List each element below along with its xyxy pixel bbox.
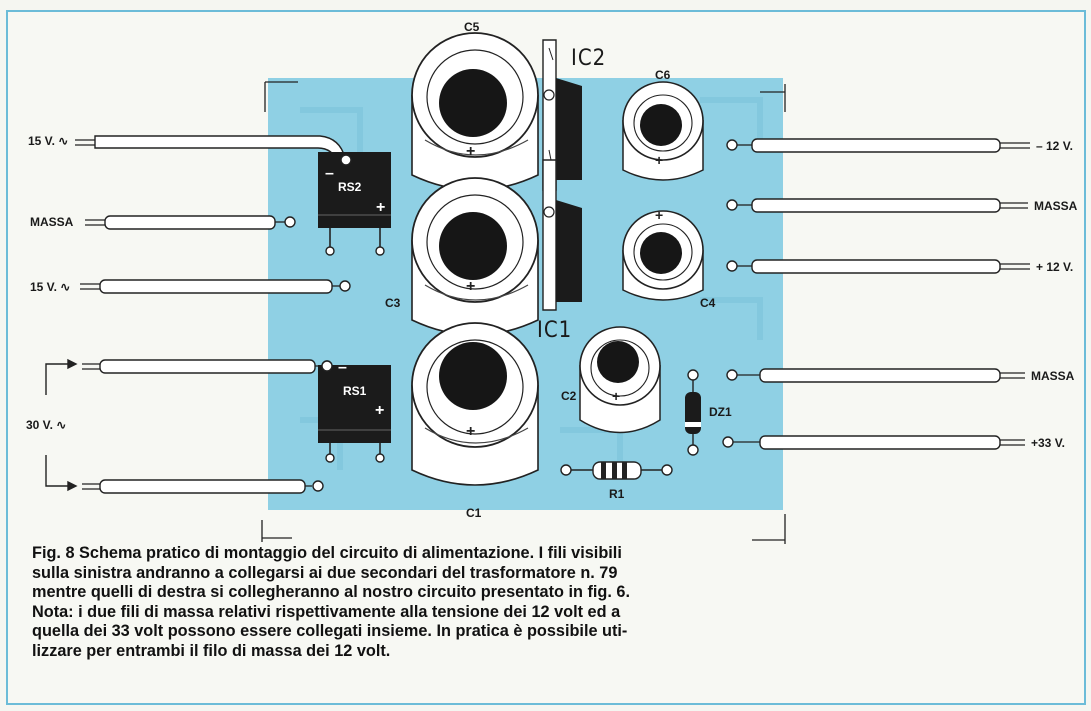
capacitor-c6: + <box>622 81 704 181</box>
label-15v-top: 15 V. ∿ <box>28 134 69 148</box>
capacitor-c3: + <box>411 177 539 336</box>
label-rs1: RS1 <box>343 384 367 398</box>
thirty-volt-bracket <box>45 358 78 492</box>
resistor-r1 <box>560 461 673 480</box>
capacitor-c1: + <box>411 322 539 486</box>
label-plus12: + 12 V. <box>1036 260 1074 274</box>
wire-massa-right-1 <box>726 198 1028 213</box>
svg-text:+: + <box>612 388 620 404</box>
label-c3: C3 <box>385 296 401 310</box>
bridge-rs1: – + <box>318 359 391 463</box>
label-ic1: IC1 <box>537 318 573 343</box>
wire-massa-left <box>85 215 296 230</box>
label-c1: C1 <box>466 506 482 520</box>
svg-text:+: + <box>466 278 475 295</box>
svg-text:+: + <box>375 402 384 419</box>
caption-line: sulla sinistra andranno a collegarsi ai … <box>32 563 618 582</box>
capacitor-c2: + <box>579 326 661 434</box>
wire-minus12 <box>726 138 1030 153</box>
svg-text:–: – <box>338 359 347 376</box>
regulator-ic2 <box>542 39 582 191</box>
svg-text:+: + <box>655 207 663 223</box>
label-plus33: +33 V. <box>1031 436 1065 450</box>
wire-plus33 <box>722 435 1025 450</box>
wire-30v-bottom <box>82 479 324 494</box>
label-dz1: DZ1 <box>709 405 732 419</box>
label-ic2: IC2 <box>571 46 607 71</box>
label-rs2: RS2 <box>338 180 362 194</box>
label-15v-second: 15 V. ∿ <box>30 280 71 294</box>
zener-dz1 <box>685 369 701 456</box>
svg-text:+: + <box>466 143 475 160</box>
caption-line: Nota: i due fili di massa relativi rispe… <box>32 602 621 621</box>
caption-line: mentre quelli di destra si collegheranno… <box>32 583 631 602</box>
label-massa-left: MASSA <box>30 215 74 229</box>
wire-15v-second <box>80 279 351 294</box>
wire-30v-top <box>82 359 333 374</box>
caption-line: quella dei 33 volt possono essere colleg… <box>32 622 628 641</box>
label-c5: C5 <box>464 20 480 34</box>
label-30v: 30 V. ∿ <box>26 418 67 432</box>
regulator-ic1 <box>542 159 582 311</box>
label-minus12: – 12 V. <box>1036 139 1073 153</box>
label-c4: C4 <box>700 296 716 310</box>
label-massa-right-2: MASSA <box>1031 369 1075 383</box>
bridge-rs2: – + <box>318 152 391 256</box>
label-r1: R1 <box>609 487 625 501</box>
caption-line: Fig. 8 Schema pratico di montaggio del c… <box>32 544 622 562</box>
svg-text:+: + <box>376 199 385 216</box>
wire-massa-right-2 <box>726 368 1025 383</box>
label-massa-right-1: MASSA <box>1034 199 1078 213</box>
caption-line: lizzare per entrambi il filo di massa de… <box>32 641 391 660</box>
capacitor-c5: + <box>411 32 539 191</box>
figure-caption: Fig. 8 Schema pratico di montaggio del c… <box>32 544 872 662</box>
wire-plus12 <box>726 259 1030 274</box>
label-c2: C2 <box>561 389 577 403</box>
svg-text:+: + <box>655 152 663 168</box>
crop-marks <box>261 81 786 544</box>
label-c6: C6 <box>655 68 671 82</box>
svg-text:–: – <box>325 165 334 182</box>
capacitor-c4: + <box>622 207 704 301</box>
svg-text:+: + <box>466 423 475 440</box>
